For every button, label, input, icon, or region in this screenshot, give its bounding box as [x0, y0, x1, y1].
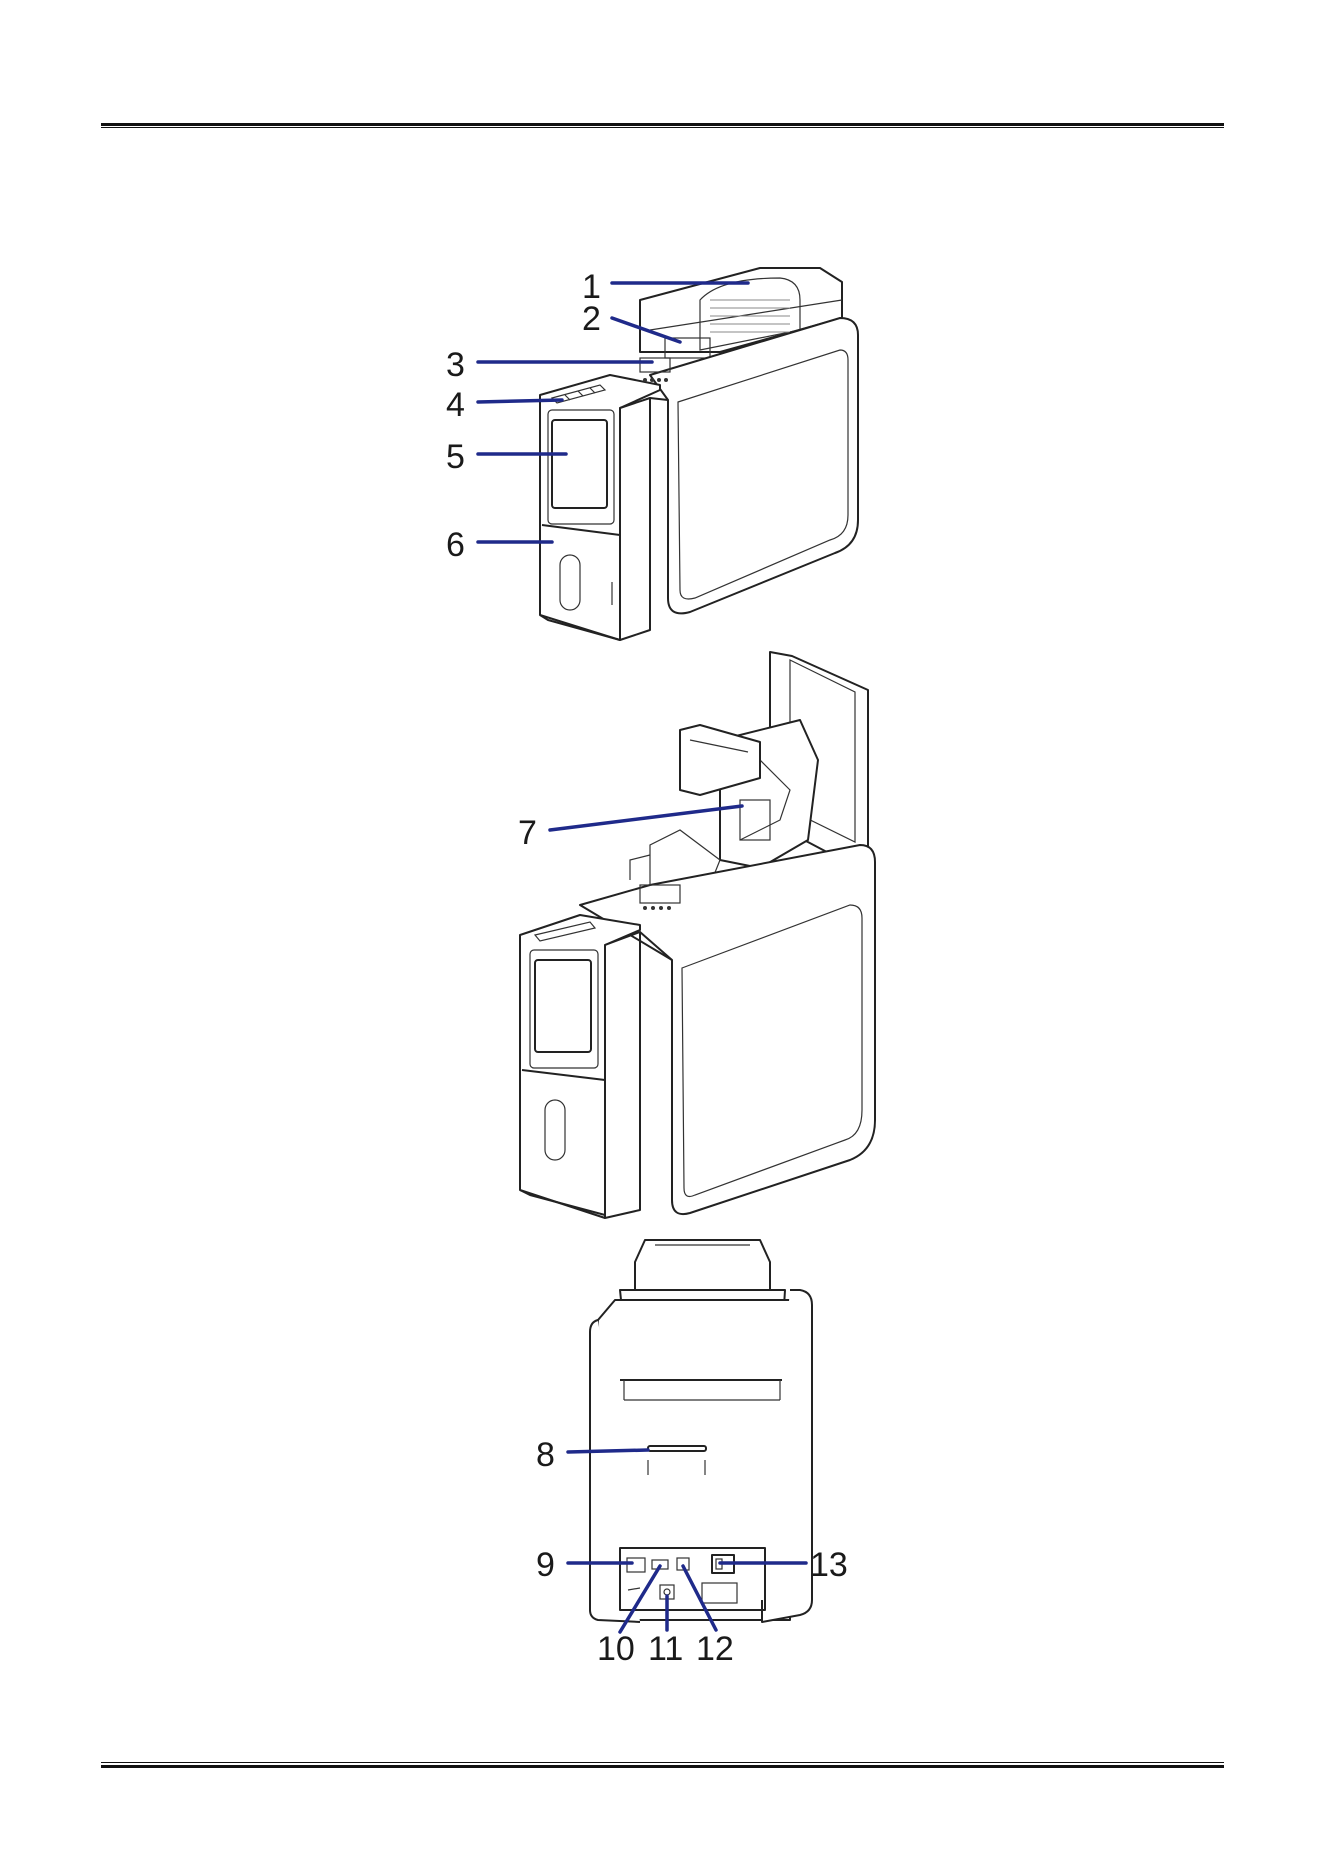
callout-9: 9 — [536, 1546, 555, 1584]
callout-10: 10 — [597, 1630, 635, 1668]
callout-11: 11 — [648, 1630, 683, 1668]
callout-5: 5 — [446, 438, 465, 476]
callouts-open: 7 — [518, 806, 742, 852]
footer-rule-thin — [101, 1762, 1224, 1763]
callout-2: 2 — [582, 300, 601, 338]
callout-8: 8 — [536, 1436, 555, 1474]
callout-7: 7 — [518, 814, 537, 852]
callout-3: 3 — [446, 346, 465, 384]
callout-13: 13 — [810, 1546, 848, 1584]
callout-12: 12 — [696, 1630, 734, 1668]
printer-open-view — [520, 652, 875, 1218]
footer-rule — [101, 1765, 1224, 1768]
callout-4: 4 — [446, 386, 465, 424]
callout-6: 6 — [446, 526, 465, 564]
